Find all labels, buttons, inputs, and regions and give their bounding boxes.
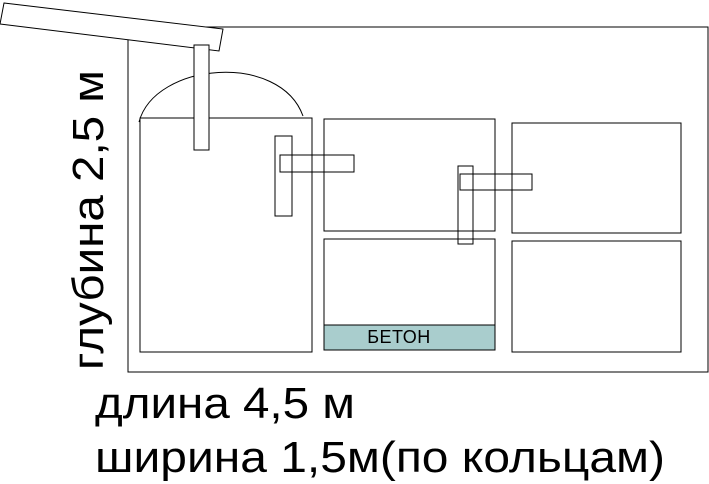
vent-pipe-1: [193, 44, 210, 151]
pit-outline: [127, 26, 709, 373]
lid-plank: [0, 2, 224, 52]
length-label: длина 4,5 м: [95, 379, 355, 428]
tank-1-dome: [138, 71, 304, 123]
concrete-label: БЕТОН: [367, 327, 431, 347]
concrete-slab: [323, 324, 496, 351]
overflow-pipe-2-vertical: [457, 165, 474, 245]
tank-3-lower-ring: [511, 240, 682, 353]
tank-3-upper-ring: [511, 122, 682, 234]
overflow-pipe-1-vertical: [274, 135, 293, 217]
depth-label: глубина 2,5 м: [64, 70, 113, 370]
tank-1: [139, 117, 313, 353]
tank-2-upper-ring: [323, 118, 496, 232]
width-label: ширина 1,5м(по кольцам): [95, 433, 665, 482]
overflow-pipe-2-horizontal: [459, 173, 533, 191]
overflow-pipe-1-horizontal: [279, 154, 355, 173]
